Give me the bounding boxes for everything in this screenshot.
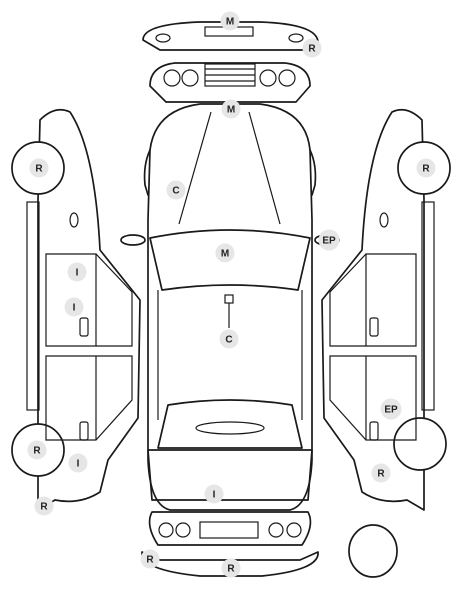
marker-rear-bumper-r-left[interactable]: R xyxy=(140,549,160,569)
marker-left-rear-wheel-i[interactable]: I xyxy=(68,453,88,473)
damage-markers: M R M C EP M C I xyxy=(27,11,436,578)
svg-text:R: R xyxy=(422,164,430,175)
marker-left-front-wheel-r[interactable]: R xyxy=(29,158,49,178)
svg-text:R: R xyxy=(227,564,235,575)
svg-text:I: I xyxy=(73,303,76,314)
marker-front-bumper-m[interactable]: M xyxy=(220,11,240,31)
rear-lights xyxy=(148,511,312,546)
marker-front-bumper-r[interactable]: R xyxy=(302,38,322,58)
svg-text:I: I xyxy=(213,490,216,501)
marker-right-mirror-ep[interactable]: EP xyxy=(318,229,340,251)
svg-text:I: I xyxy=(76,268,79,279)
svg-text:EP: EP xyxy=(384,405,398,416)
marker-right-front-wheel-r[interactable]: R xyxy=(416,158,436,178)
svg-text:M: M xyxy=(226,17,234,28)
svg-text:EP: EP xyxy=(322,236,336,247)
marker-left-front-door-i-2[interactable]: I xyxy=(64,297,84,317)
marker-left-rear-wheel-r[interactable]: R xyxy=(27,440,47,460)
marker-right-rear-door-ep[interactable]: EP xyxy=(380,398,402,420)
svg-text:M: M xyxy=(221,249,229,260)
marker-windshield-c[interactable]: C xyxy=(166,180,186,200)
svg-text:R: R xyxy=(377,469,385,480)
marker-left-front-door-i[interactable]: I xyxy=(67,262,87,282)
marker-right-rear-fender-r[interactable]: R xyxy=(371,463,391,483)
svg-text:R: R xyxy=(308,44,316,55)
svg-text:R: R xyxy=(35,164,43,175)
marker-trunk-i[interactable]: I xyxy=(204,484,224,504)
marker-left-rear-fender-r[interactable]: R xyxy=(34,496,54,516)
marker-rear-bumper-r[interactable]: R xyxy=(221,558,241,578)
marker-hood-m[interactable]: M xyxy=(221,99,241,119)
car-body-top xyxy=(120,103,340,511)
front-grille xyxy=(149,62,311,103)
svg-text:M: M xyxy=(227,105,235,116)
svg-text:C: C xyxy=(225,335,232,346)
svg-text:R: R xyxy=(146,555,154,566)
svg-text:R: R xyxy=(40,502,48,513)
svg-text:I: I xyxy=(77,459,80,470)
spare-wheel xyxy=(348,524,398,578)
marker-roof-m[interactable]: M xyxy=(215,243,235,263)
marker-roof-c[interactable]: C xyxy=(219,329,239,349)
svg-text:R: R xyxy=(33,446,41,457)
svg-text:C: C xyxy=(172,186,179,197)
